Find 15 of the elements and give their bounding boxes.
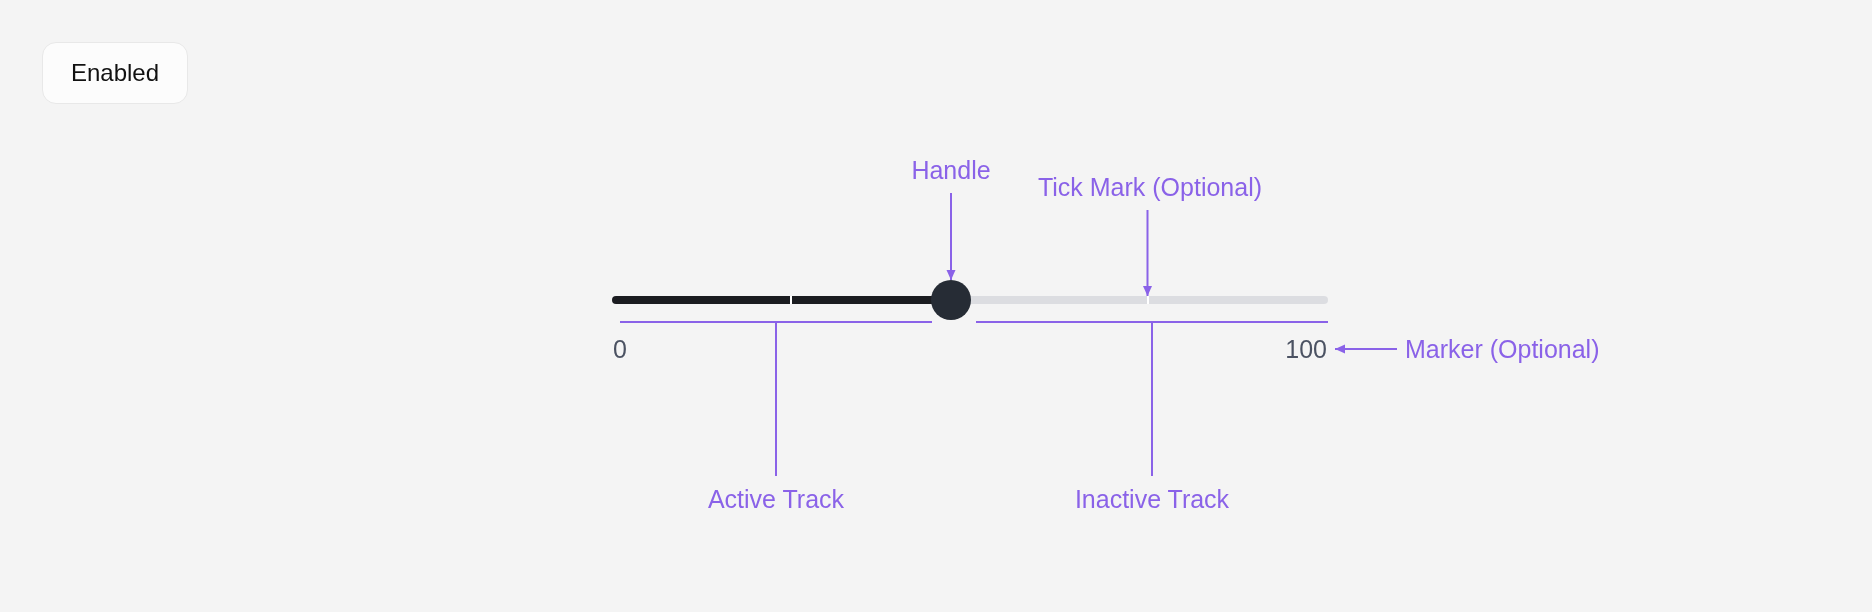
leader-arrow: [1334, 344, 1398, 354]
value-label: 100: [1285, 334, 1327, 364]
leader-arrow: [1143, 209, 1152, 297]
leader-line: [1151, 321, 1153, 477]
state-chip: Enabled: [42, 42, 188, 104]
callout-label: Inactive Track: [1074, 484, 1230, 514]
callout-label: Active Track: [707, 484, 845, 514]
tick-mark: [1146, 296, 1149, 304]
leader-arrow: [946, 192, 956, 281]
callout-label: Tick Mark (Optional): [1037, 172, 1263, 202]
value-label: 0: [613, 334, 627, 364]
callout-label: Handle: [911, 155, 991, 185]
slider-handle: [931, 280, 971, 320]
callout-label: Marker (Optional): [1405, 334, 1600, 364]
leader-line: [775, 321, 777, 477]
